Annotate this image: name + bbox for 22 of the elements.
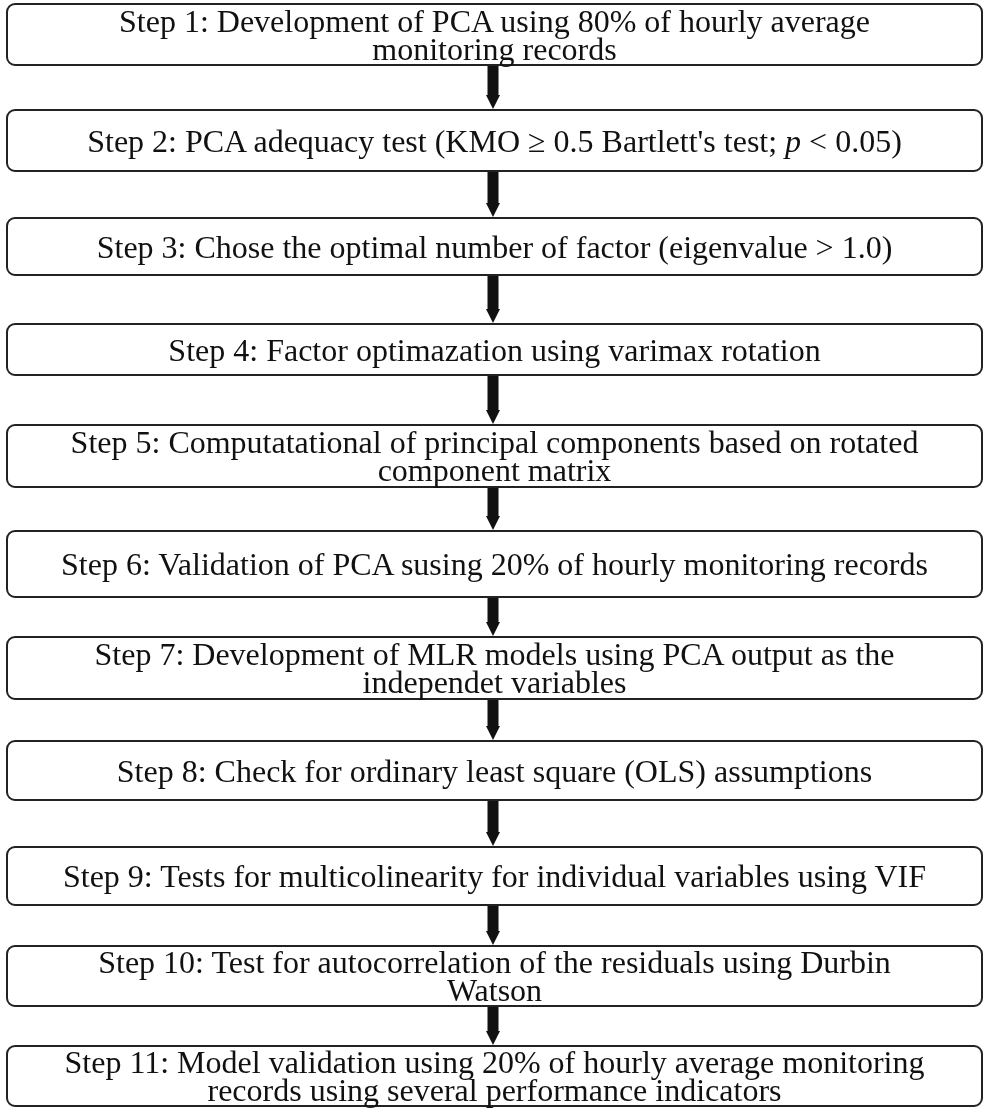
arrow xyxy=(486,66,500,109)
process-box xyxy=(6,109,983,172)
arrow xyxy=(486,906,500,945)
arrow xyxy=(486,598,500,636)
arrow xyxy=(486,1007,500,1045)
process-box xyxy=(6,3,983,66)
process-box xyxy=(6,530,983,598)
arrow xyxy=(486,801,500,846)
process-box xyxy=(6,424,983,488)
process-box xyxy=(6,846,983,906)
arrow xyxy=(486,488,500,530)
process-box xyxy=(6,636,983,700)
step-text: Step 10: Test for autocorrelation of the residuals using Durbin Watson xyxy=(97,948,892,1004)
process-box xyxy=(6,945,983,1007)
process-box xyxy=(6,323,983,376)
process-box xyxy=(6,217,983,276)
process-box xyxy=(6,1045,983,1107)
process-box xyxy=(6,740,983,801)
arrow xyxy=(486,276,500,323)
arrow xyxy=(486,172,500,217)
arrow xyxy=(486,700,500,740)
arrow xyxy=(486,376,500,424)
